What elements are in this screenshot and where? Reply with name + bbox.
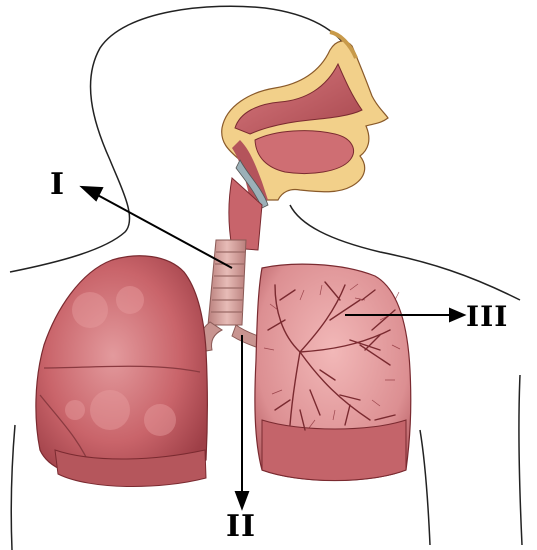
label-three: III [466, 303, 508, 331]
arrow-head-1 [82, 187, 102, 200]
left-lung [36, 256, 208, 487]
arrow-head-3 [450, 309, 464, 321]
label-one: I [50, 170, 65, 200]
arrow-head-2 [236, 492, 248, 508]
label-two: II [226, 512, 256, 542]
right-lung [255, 264, 411, 480]
arrow-line-1 [92, 192, 232, 268]
